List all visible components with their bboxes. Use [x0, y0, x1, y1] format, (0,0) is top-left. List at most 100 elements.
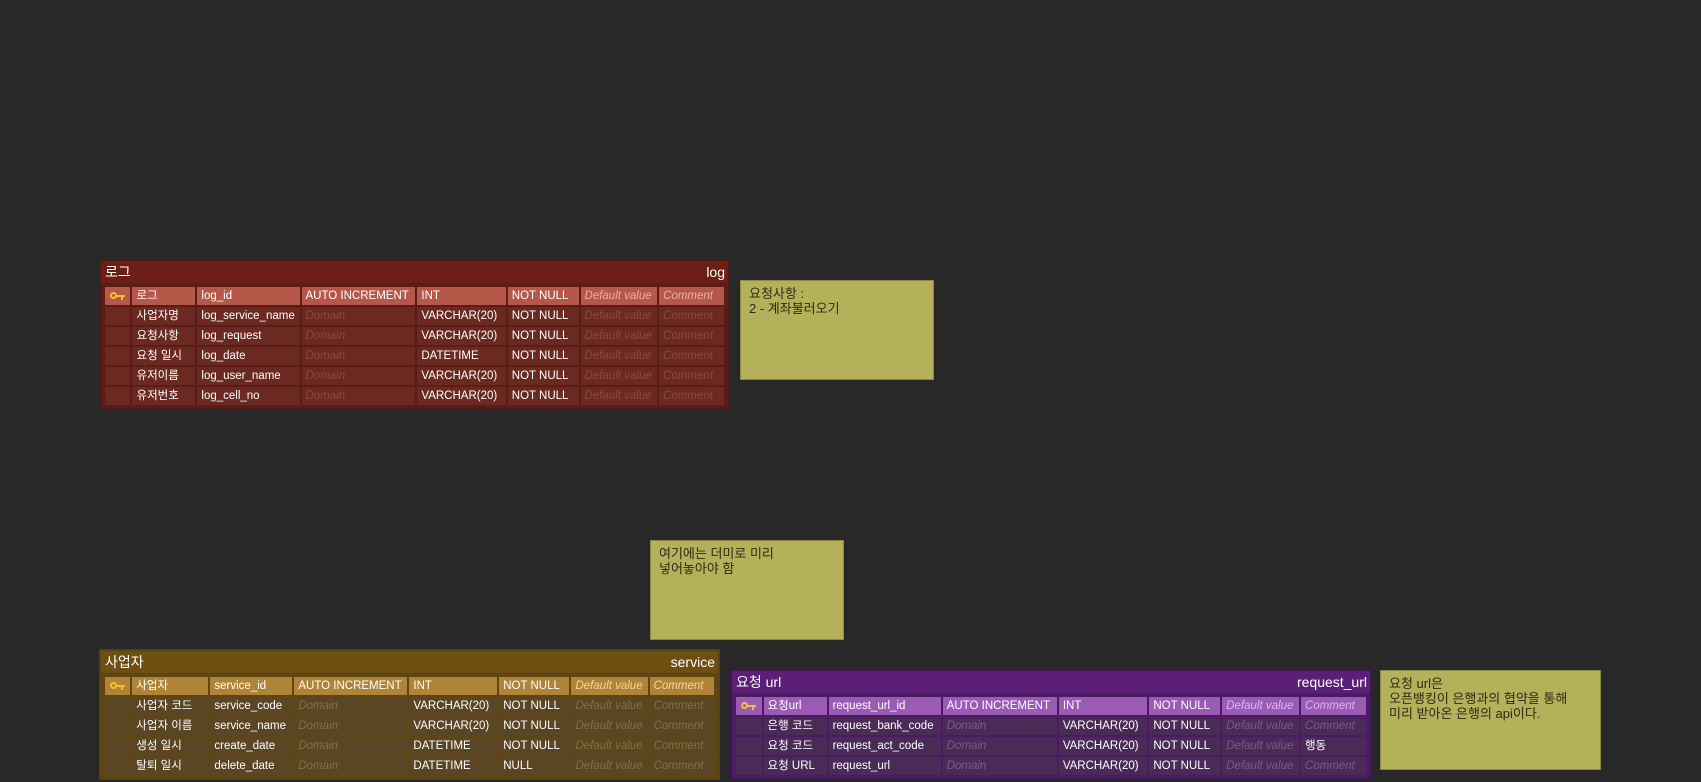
column-physical-name[interactable]: request_act_code	[828, 737, 941, 755]
column-nullable[interactable]: NOT NULL	[507, 287, 579, 305]
column-domain[interactable]: Domain	[301, 307, 416, 325]
column-physical-name[interactable]: log_date	[197, 347, 300, 365]
column-comment[interactable]: Comment	[1301, 717, 1366, 735]
column-nullable[interactable]: NOT NULL	[507, 347, 579, 365]
column-logical-name[interactable]: 요청 코드	[763, 737, 827, 755]
column-type[interactable]: VARCHAR(20)	[417, 367, 506, 385]
column-nullable[interactable]: NULL	[499, 757, 570, 775]
column-logical-name[interactable]: 요청url	[763, 697, 827, 715]
column-physical-name[interactable]: request_bank_code	[828, 717, 941, 735]
column-comment[interactable]: Comment	[659, 307, 724, 325]
column-logical-name[interactable]: 탈퇴 일시	[132, 757, 209, 775]
column-default[interactable]: Default value	[571, 677, 648, 695]
column-type[interactable]: VARCHAR(20)	[417, 307, 506, 325]
column-type[interactable]: VARCHAR(20)	[1058, 737, 1148, 755]
column-comment[interactable]: Comment	[649, 737, 714, 755]
column-type[interactable]: INT	[409, 677, 498, 695]
column-logical-name[interactable]: 사업자명	[132, 307, 196, 325]
column-physical-name[interactable]: log_request	[197, 327, 300, 345]
column-nullable[interactable]: NOT NULL	[1149, 697, 1221, 715]
column-physical-name[interactable]: delete_date	[210, 757, 293, 775]
column-type[interactable]: INT	[417, 287, 506, 305]
table-header[interactable]: 사업자 service	[101, 651, 718, 673]
column-comment[interactable]: Comment	[649, 697, 714, 715]
column-domain[interactable]: AUTO INCREMENT	[942, 697, 1057, 715]
column-comment[interactable]: Comment	[659, 287, 724, 305]
column-domain[interactable]: Domain	[942, 757, 1057, 775]
column-nullable[interactable]: NOT NULL	[507, 387, 579, 405]
column-domain[interactable]: Domain	[294, 737, 408, 755]
column-logical-name[interactable]: 로그	[132, 287, 196, 305]
column-logical-name[interactable]: 요청 URL	[763, 757, 827, 775]
column-default[interactable]: Default value	[580, 307, 658, 325]
column-default[interactable]: Default value	[580, 287, 658, 305]
column-default[interactable]: Default value	[1222, 717, 1300, 735]
column-physical-name[interactable]: log_service_name	[197, 307, 300, 325]
column-nullable[interactable]: NOT NULL	[499, 697, 570, 715]
column-logical-name[interactable]: 사업자 코드	[132, 697, 209, 715]
column-logical-name[interactable]: 요청 일시	[132, 347, 196, 365]
column-physical-name[interactable]: service_name	[210, 717, 293, 735]
memo-note-log[interactable]: 요청사항 : 2 - 계좌불러오기	[740, 280, 934, 380]
memo-note-request-url[interactable]: 요청 url은 오픈뱅킹이 은행과의 협약을 통해 미리 받아온 은행의 api…	[1380, 670, 1601, 770]
column-comment[interactable]: Comment	[659, 347, 724, 365]
column-comment[interactable]: Comment	[659, 387, 724, 405]
column-logical-name[interactable]: 유저번호	[132, 387, 196, 405]
column-comment[interactable]: Comment	[649, 717, 714, 735]
column-type[interactable]: VARCHAR(20)	[409, 697, 498, 715]
column-comment[interactable]: Comment	[1301, 697, 1366, 715]
column-comment[interactable]: 행동	[1301, 737, 1366, 755]
column-physical-name[interactable]: service_id	[210, 677, 293, 695]
column-logical-name[interactable]: 사업자	[132, 677, 209, 695]
column-default[interactable]: Default value	[580, 387, 658, 405]
column-physical-name[interactable]: log_user_name	[197, 367, 300, 385]
column-logical-name[interactable]: 사업자 이름	[132, 717, 209, 735]
column-default[interactable]: Default value	[1222, 737, 1300, 755]
column-domain[interactable]: AUTO INCREMENT	[301, 287, 416, 305]
column-type[interactable]: DATETIME	[409, 737, 498, 755]
column-type[interactable]: VARCHAR(20)	[1058, 757, 1148, 775]
column-default[interactable]: Default value	[1222, 757, 1300, 775]
column-domain[interactable]: AUTO INCREMENT	[294, 677, 408, 695]
column-nullable[interactable]: NOT NULL	[499, 717, 570, 735]
memo-note-dummy[interactable]: 여기에는 더미로 미리 넣어놓아야 함	[650, 540, 844, 640]
column-logical-name[interactable]: 유저이름	[132, 367, 196, 385]
column-default[interactable]: Default value	[580, 327, 658, 345]
column-default[interactable]: Default value	[571, 737, 648, 755]
table-header[interactable]: 요청 url request_url	[732, 671, 1370, 693]
column-type[interactable]: VARCHAR(20)	[417, 327, 506, 345]
column-type[interactable]: VARCHAR(20)	[417, 387, 506, 405]
column-domain[interactable]: Domain	[301, 367, 416, 385]
column-logical-name[interactable]: 생성 일시	[132, 737, 209, 755]
column-default[interactable]: Default value	[571, 757, 648, 775]
column-default[interactable]: Default value	[571, 717, 648, 735]
column-physical-name[interactable]: request_url	[828, 757, 941, 775]
column-domain[interactable]: Domain	[301, 327, 416, 345]
column-physical-name[interactable]: log_cell_no	[197, 387, 300, 405]
column-nullable[interactable]: NOT NULL	[1149, 737, 1221, 755]
column-nullable[interactable]: NOT NULL	[507, 307, 579, 325]
table-header[interactable]: 로그 log	[101, 261, 728, 283]
column-domain[interactable]: Domain	[301, 387, 416, 405]
column-comment[interactable]: Comment	[659, 367, 724, 385]
column-logical-name[interactable]: 요청사항	[132, 327, 196, 345]
column-comment[interactable]: Comment	[649, 677, 714, 695]
column-domain[interactable]: Domain	[294, 757, 408, 775]
column-comment[interactable]: Comment	[1301, 757, 1366, 775]
column-nullable[interactable]: NOT NULL	[1149, 757, 1221, 775]
column-domain[interactable]: Domain	[294, 717, 408, 735]
column-physical-name[interactable]: create_date	[210, 737, 293, 755]
